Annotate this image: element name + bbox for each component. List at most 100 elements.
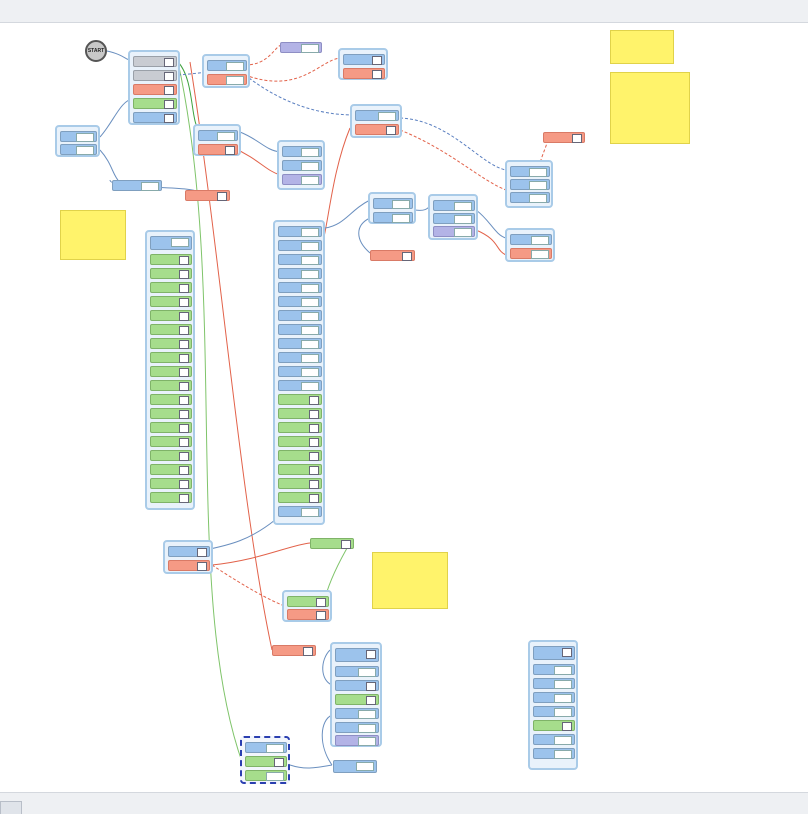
flow-node[interactable] (150, 268, 192, 279)
node-group[interactable] (338, 48, 388, 80)
flow-node[interactable] (310, 538, 354, 549)
flow-node[interactable] (278, 310, 322, 321)
flow-node[interactable] (278, 338, 322, 349)
flow-node[interactable] (198, 130, 238, 141)
flow-node[interactable] (533, 748, 575, 759)
flow-node[interactable] (280, 42, 322, 53)
flow-node[interactable] (133, 98, 177, 109)
flow-node[interactable] (335, 708, 379, 719)
flow-node[interactable] (333, 760, 377, 773)
flow-node[interactable] (150, 366, 192, 377)
flow-node[interactable] (533, 734, 575, 745)
flow-node[interactable] (343, 54, 385, 65)
flow-node[interactable] (278, 478, 322, 489)
node-group[interactable] (505, 228, 555, 262)
flow-node[interactable] (278, 506, 322, 517)
flow-node[interactable] (278, 464, 322, 475)
flow-node[interactable] (150, 450, 192, 461)
node-group[interactable] (368, 192, 416, 224)
flow-node[interactable] (150, 282, 192, 293)
flow-node[interactable] (278, 324, 322, 335)
flow-node[interactable] (287, 596, 329, 607)
node-group[interactable] (193, 124, 241, 156)
flow-node[interactable] (510, 179, 550, 190)
sheet-tab[interactable] (0, 801, 22, 814)
flow-node[interactable] (245, 742, 287, 753)
sticky-note[interactable] (372, 552, 448, 609)
flow-node[interactable] (150, 236, 192, 250)
flow-node[interactable] (278, 226, 322, 237)
flow-node[interactable] (278, 394, 322, 405)
flow-node[interactable] (533, 720, 575, 731)
flow-node[interactable] (150, 296, 192, 307)
flow-node[interactable] (335, 735, 379, 746)
flow-node[interactable] (278, 366, 322, 377)
flow-node[interactable] (245, 756, 287, 767)
flow-node[interactable] (373, 198, 413, 209)
flow-node[interactable] (133, 84, 177, 95)
flow-node[interactable] (355, 110, 399, 121)
flow-node[interactable] (355, 124, 399, 135)
flow-node[interactable] (510, 192, 550, 203)
flow-node[interactable] (150, 492, 192, 503)
flow-node[interactable] (168, 560, 210, 571)
flow-node[interactable] (278, 240, 322, 251)
flow-node[interactable] (343, 68, 385, 79)
node-group[interactable] (428, 194, 478, 240)
flow-node[interactable] (335, 666, 379, 677)
node-group[interactable] (505, 160, 553, 208)
flow-node[interactable] (150, 352, 192, 363)
node-group[interactable] (350, 104, 402, 138)
node-group[interactable] (273, 220, 325, 525)
flow-node[interactable] (278, 408, 322, 419)
node-group[interactable] (145, 230, 195, 510)
flow-node[interactable] (133, 112, 177, 123)
flow-node[interactable] (510, 166, 550, 177)
flow-node[interactable] (278, 296, 322, 307)
flow-node[interactable] (245, 770, 287, 781)
node-group[interactable] (277, 140, 325, 190)
flow-node[interactable] (335, 680, 379, 691)
flow-node[interactable] (282, 174, 322, 185)
flow-node[interactable] (150, 478, 192, 489)
flow-node[interactable] (150, 436, 192, 447)
sticky-note[interactable] (610, 30, 674, 64)
flow-node[interactable] (370, 250, 415, 261)
flow-node[interactable] (543, 132, 585, 143)
flow-node[interactable] (150, 324, 192, 335)
flow-node[interactable] (510, 248, 552, 259)
flow-node[interactable] (150, 380, 192, 391)
flow-node[interactable] (335, 722, 379, 733)
sticky-note[interactable] (60, 210, 126, 260)
flow-node[interactable] (433, 200, 475, 211)
flow-node[interactable] (150, 394, 192, 405)
flow-node[interactable] (60, 131, 97, 142)
flow-node[interactable] (433, 213, 475, 224)
node-group[interactable] (330, 642, 382, 747)
flow-node[interactable] (533, 678, 575, 689)
node-group[interactable] (202, 54, 250, 88)
selected-node-group[interactable] (240, 736, 290, 784)
flow-node[interactable] (335, 648, 379, 662)
flow-node[interactable] (150, 254, 192, 265)
flow-node[interactable] (533, 692, 575, 703)
flow-node[interactable] (198, 144, 238, 155)
flow-node[interactable] (278, 436, 322, 447)
flow-node[interactable] (150, 408, 192, 419)
start-node[interactable]: START (85, 40, 107, 62)
flow-node[interactable] (60, 144, 97, 155)
flow-node[interactable] (278, 254, 322, 265)
flow-node[interactable] (150, 464, 192, 475)
flow-node[interactable] (278, 492, 322, 503)
flow-node[interactable] (278, 352, 322, 363)
node-group[interactable] (282, 590, 332, 622)
flow-node[interactable] (282, 146, 322, 157)
flow-node[interactable] (533, 664, 575, 675)
flow-node[interactable] (278, 380, 322, 391)
flow-node[interactable] (335, 694, 379, 705)
flow-node[interactable] (287, 609, 329, 620)
flow-node[interactable] (278, 450, 322, 461)
flow-node[interactable] (150, 422, 192, 433)
node-group[interactable] (55, 125, 100, 157)
flow-node[interactable] (112, 180, 162, 191)
